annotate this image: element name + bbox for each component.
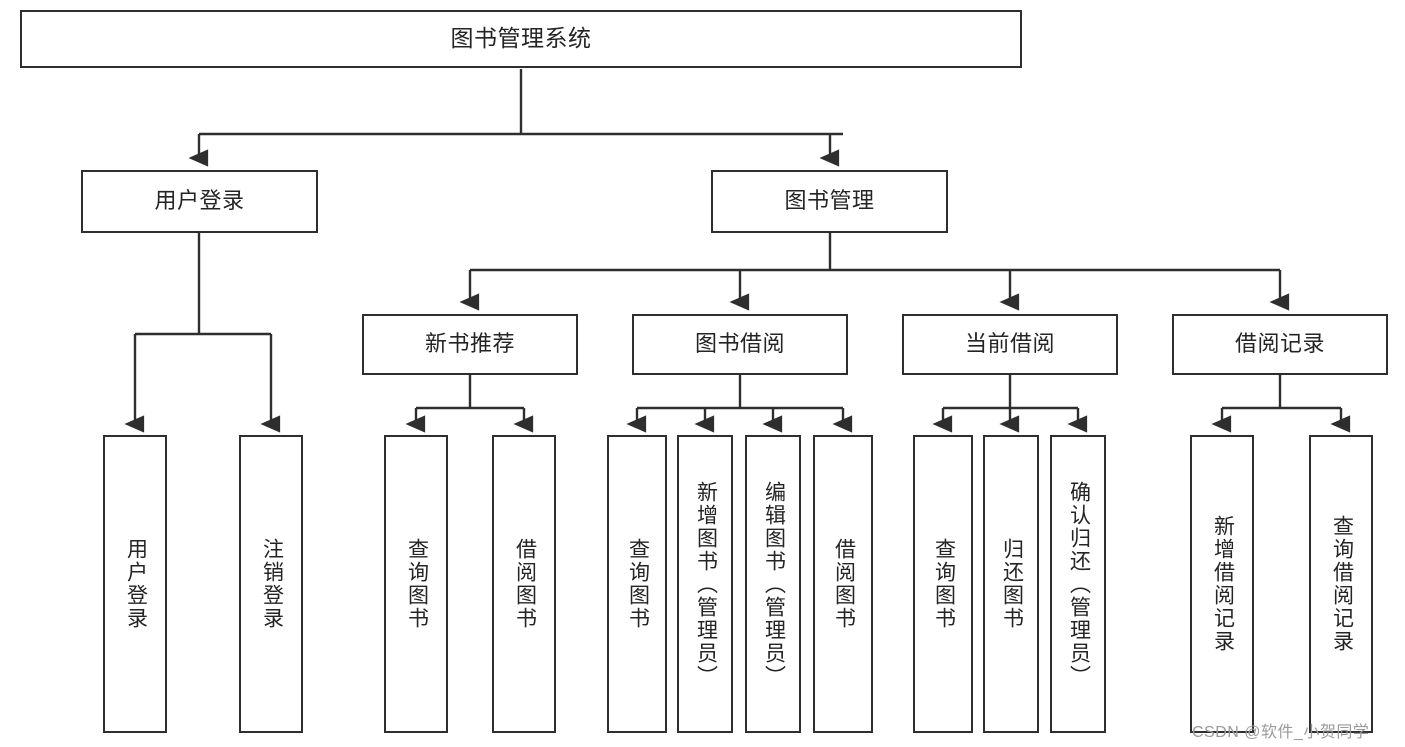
leaf-logout[interactable]: 注销登录 [239,435,303,733]
leaf-confirm-return-admin[interactable]: 确认归还（管理员） [1050,435,1106,733]
leaf-add-borrow-record[interactable]: 新增借阅记录 [1190,435,1254,733]
csdn-watermark: CSDN @软件_小贺同学 [1192,724,1370,741]
node-label: 图书借阅 [694,331,785,357]
node-label: 查询借阅记录 [1330,515,1354,653]
node-label: 用户登录 [154,188,245,214]
node-label: 新书推荐 [424,331,515,357]
node-user-login[interactable]: 用户登录 [81,170,318,233]
node-root-system[interactable]: 图书管理系统 [20,10,1022,68]
leaf-borrow-book[interactable]: 借阅图书 [813,435,873,733]
node-label: 用户登录 [124,538,148,630]
node-label: 新增借阅记录 [1211,515,1235,653]
node-book-management[interactable]: 图书管理 [711,170,948,233]
node-label: 图书管理 [784,188,875,214]
node-current-borrow[interactable]: 当前借阅 [902,314,1118,375]
node-label: 当前借阅 [964,331,1055,357]
leaf-edit-book-admin[interactable]: 编辑图书（管理员） [745,435,801,733]
node-label: 借阅图书 [513,538,537,630]
node-label: 借阅图书 [832,538,856,630]
node-label: 图书管理系统 [450,25,592,52]
node-label: 新增图书（管理员） [694,480,718,688]
leaf-add-book-admin[interactable]: 新增图书（管理员） [677,435,733,733]
leaf-query-book-current[interactable]: 查询图书 [913,435,973,733]
node-label: 借阅记录 [1234,331,1325,357]
node-label: 查询图书 [405,538,429,630]
node-label: 归还图书 [1000,538,1024,630]
node-new-book-recommend[interactable]: 新书推荐 [362,314,578,375]
node-label: 确认归还（管理员） [1067,480,1091,688]
leaf-return-book[interactable]: 归还图书 [983,435,1039,733]
node-borrow-records[interactable]: 借阅记录 [1172,314,1388,375]
node-label: 编辑图书（管理员） [762,480,786,688]
leaf-borrow-book-recommend[interactable]: 借阅图书 [492,435,556,733]
node-label: 查询图书 [626,538,650,630]
leaf-query-book-recommend[interactable]: 查询图书 [384,435,448,733]
leaf-user-login[interactable]: 用户登录 [103,435,167,733]
leaf-query-borrow-record[interactable]: 查询借阅记录 [1309,435,1373,733]
node-book-borrow[interactable]: 图书借阅 [632,314,848,375]
leaf-query-book-borrow[interactable]: 查询图书 [607,435,667,733]
node-label: 查询图书 [932,538,956,630]
node-label: 注销登录 [260,538,284,630]
